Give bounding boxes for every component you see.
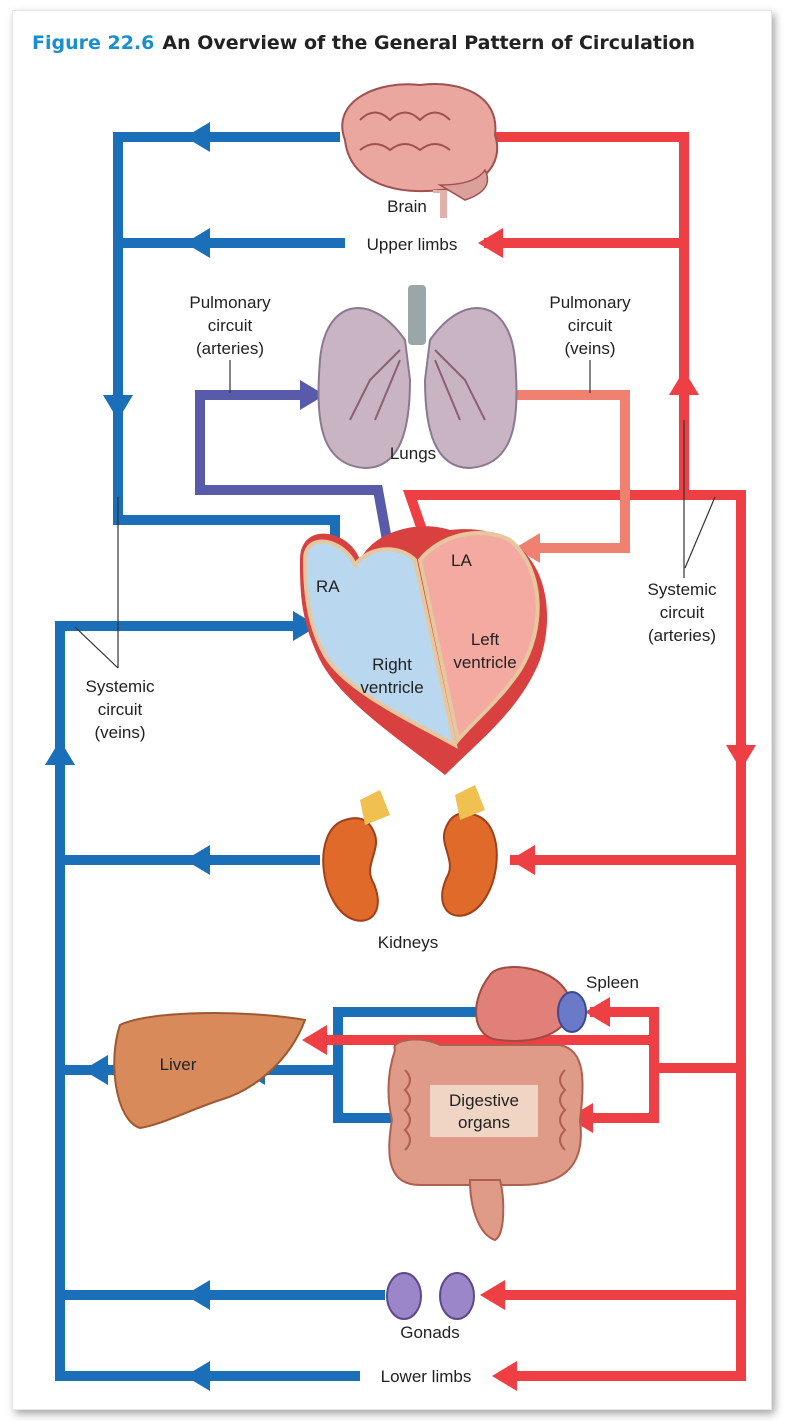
sys-arteries-line-1: Systemic (648, 580, 717, 599)
lower-limbs-label: Lower limbs (381, 1367, 472, 1386)
pulmonary-arteries-callout: Pulmonary circuit (arteries) (189, 293, 271, 358)
left-ventricle-label-2: ventricle (453, 653, 516, 672)
systemic-arteries-callout: Systemic circuit (arteries) (648, 580, 717, 645)
la-label: LA (451, 551, 472, 570)
pulmonary-vein-line (505, 390, 630, 553)
digestive-illustration (387, 966, 587, 1242)
gonads-illustration (386, 1272, 475, 1320)
pulm-veins-line-3: (veins) (564, 339, 615, 358)
sys-veins-line-1: Systemic (86, 677, 155, 696)
systemic-veins-callout: Systemic circuit (veins) (86, 677, 155, 742)
venous-arrowheads (45, 122, 365, 1391)
lungs-illustration (317, 285, 518, 470)
sys-arteries-line-3: (arteries) (648, 626, 716, 645)
heart-illustration (300, 526, 548, 775)
right-ventricle-label-1: Right (372, 655, 412, 674)
gonads-label: Gonads (400, 1323, 460, 1342)
pulmonary-vein-arrowhead (515, 533, 540, 563)
ra-label: RA (316, 577, 340, 596)
sys-veins-line-3: (veins) (94, 723, 145, 742)
spleen-label: Spleen (586, 973, 639, 992)
right-ventricle-label-2: ventricle (360, 678, 423, 697)
pulmonary-artery-arrowhead (300, 380, 325, 410)
upper-limbs-label: Upper limbs (367, 235, 458, 254)
lungs-label: Lungs (390, 444, 436, 463)
pulm-arteries-line-2: circuit (208, 316, 253, 335)
pulm-arteries-line-1: Pulmonary (189, 293, 271, 312)
sys-arteries-line-2: circuit (660, 603, 705, 622)
callout-leaders (74, 360, 716, 669)
digestive-label-1: Digestive (449, 1091, 519, 1110)
pulm-veins-line-1: Pulmonary (549, 293, 631, 312)
brain-label: Brain (387, 197, 427, 216)
figure-title-text: An Overview of the General Pattern of Ci… (162, 32, 695, 54)
kidneys-label: Kidneys (378, 933, 438, 952)
left-ventricle-label-1: Left (471, 630, 500, 649)
brain-illustration (341, 83, 499, 218)
pulm-arteries-line-3: (arteries) (196, 339, 264, 358)
kidneys-illustration (322, 785, 498, 922)
pulm-veins-line-2: circuit (568, 316, 613, 335)
pulmonary-veins-callout: Pulmonary circuit (veins) (549, 293, 631, 358)
figure-title: Figure 22.6 An Overview of the General Pa… (32, 32, 695, 54)
sys-veins-line-2: circuit (98, 700, 143, 719)
figure-number: Figure 22.6 (32, 32, 154, 54)
liver-illustration (113, 1012, 307, 1130)
liver-label: Liver (160, 1055, 197, 1074)
digestive-label-2: organs (458, 1113, 510, 1132)
